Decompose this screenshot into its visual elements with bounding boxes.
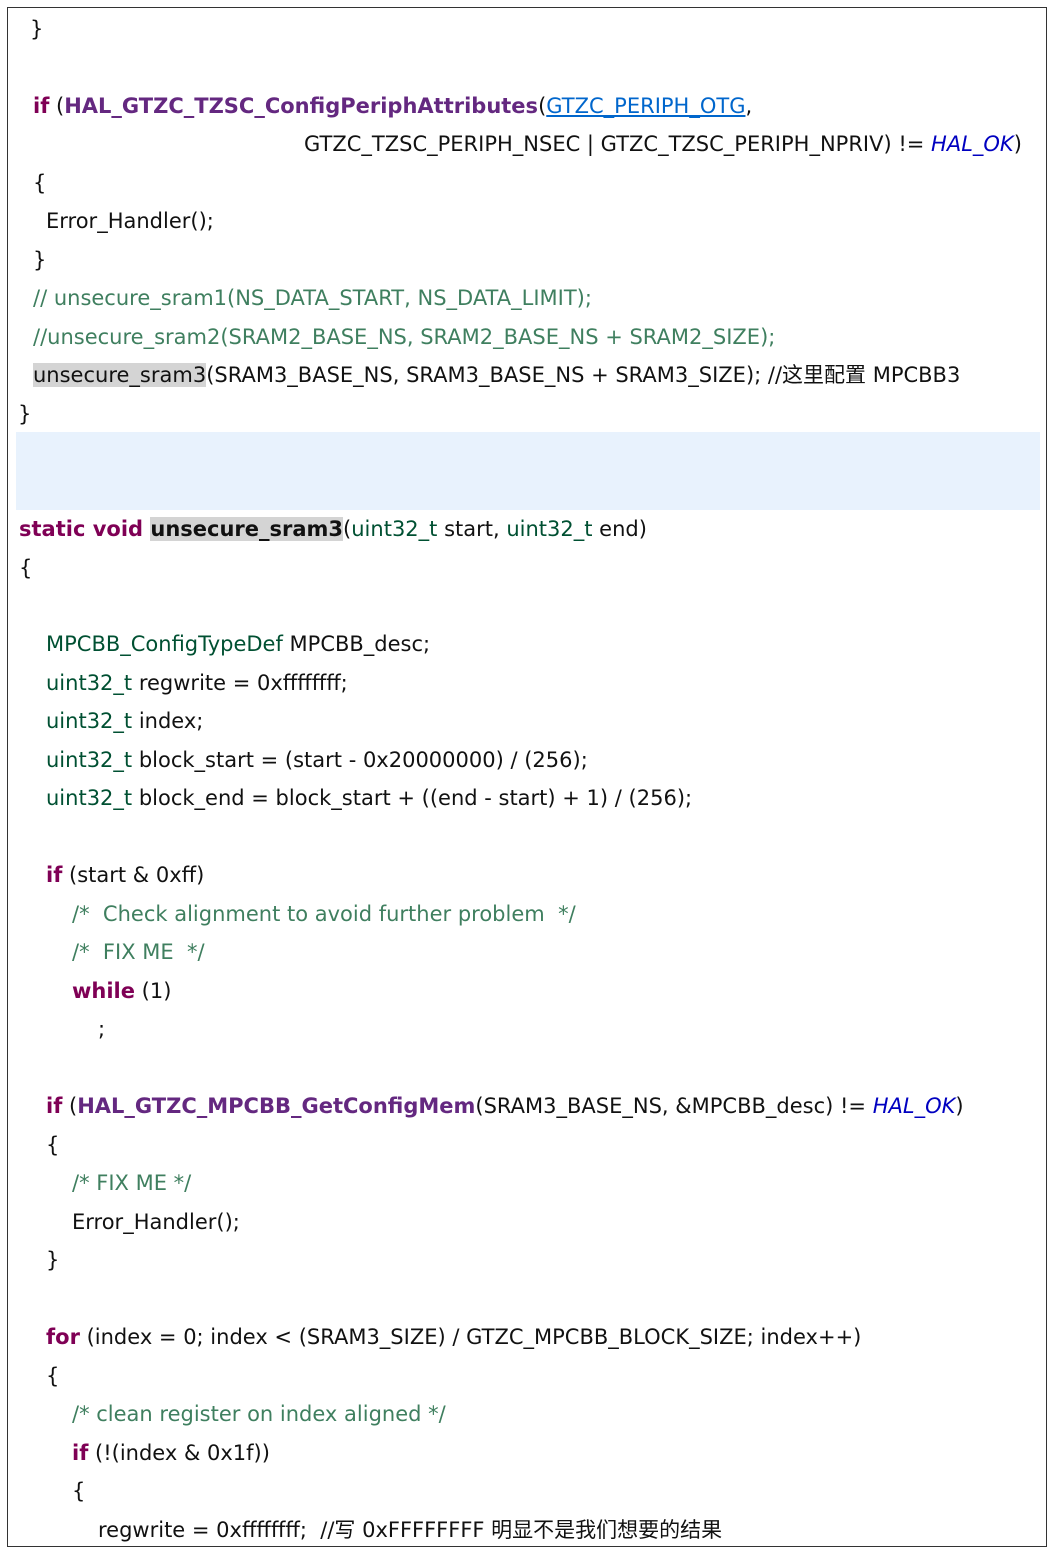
keyword: if xyxy=(46,863,63,887)
macro-constant: HAL_OK xyxy=(931,132,1014,156)
type-name: uint32_t xyxy=(351,517,438,541)
code-line: { xyxy=(33,171,47,195)
blank-highlight-band xyxy=(16,432,1040,510)
code-comment: /* FIX ME */ xyxy=(72,940,205,964)
function-name: HAL_GTZC_MPCBB_GetConfigMem xyxy=(77,1094,476,1118)
code-line: while (1) xyxy=(72,979,172,1003)
code-line: uint32_t index; xyxy=(46,709,204,733)
code-comment: /* Check alignment to avoid further prob… xyxy=(72,902,576,926)
code-line: } xyxy=(18,402,32,426)
symbol-link[interactable]: GTZC_PERIPH_OTG xyxy=(546,94,746,118)
code-line: uint32_t block_start = (start - 0x200000… xyxy=(46,748,588,772)
code-line: } xyxy=(46,1248,60,1272)
code-line: unsecure_sram3(SRAM3_BASE_NS, SRAM3_BASE… xyxy=(33,363,961,387)
code-line: regwrite = 0xffffffff; //写 0xFFFFFFFF 明显… xyxy=(98,1518,723,1542)
code-line: } xyxy=(30,17,44,41)
macro-constant: HAL_OK xyxy=(872,1094,956,1118)
type-name: MPCBB_ConfigTypeDef xyxy=(46,632,283,656)
keyword: if xyxy=(72,1441,89,1465)
code-line: uint32_t block_end = block_start + ((end… xyxy=(46,786,693,810)
code-line: { xyxy=(46,1364,60,1388)
highlighted-symbol: unsecure_sram3 xyxy=(33,363,207,387)
code-comment: //unsecure_sram2(SRAM2_BASE_NS, SRAM2_BA… xyxy=(33,325,776,349)
code-line: } xyxy=(33,248,47,272)
keyword: if xyxy=(33,94,50,118)
code-line: if (!(index & 0x1f)) xyxy=(72,1441,270,1465)
keyword: for xyxy=(46,1325,80,1349)
function-name: HAL_GTZC_TZSC_ConfigPeriphAttributes xyxy=(64,94,539,118)
code-line: { xyxy=(19,556,33,580)
code-line: ; xyxy=(98,1017,106,1041)
code-line: Error_Handler(); xyxy=(46,209,214,233)
code-comment: // unsecure_sram1(NS_DATA_START, NS_DATA… xyxy=(33,286,592,310)
code-line: GTZC_TZSC_PERIPH_NSEC | GTZC_TZSC_PERIPH… xyxy=(304,132,1022,156)
code-line: MPCBB_ConfigTypeDef MPCBB_desc; xyxy=(46,632,431,656)
type-name: uint32_t xyxy=(506,517,593,541)
code-line: for (index = 0; index < (SRAM3_SIZE) / G… xyxy=(46,1325,862,1349)
code-line: { xyxy=(72,1479,86,1503)
keyword: static void xyxy=(19,517,151,541)
code-line: if (HAL_GTZC_TZSC_ConfigPeriphAttributes… xyxy=(33,94,753,118)
type-name: uint32_t xyxy=(46,671,133,695)
keyword: while xyxy=(72,979,135,1003)
code-comment: /* clean register on index aligned */ xyxy=(72,1402,446,1426)
type-name: uint32_t xyxy=(46,748,133,772)
function-signature: static void unsecure_sram3(uint32_t star… xyxy=(19,517,647,541)
code-line: uint32_t regwrite = 0xffffffff; xyxy=(46,671,348,695)
type-name: uint32_t xyxy=(46,786,133,810)
type-name: uint32_t xyxy=(46,709,133,733)
code-line: if (start & 0xff) xyxy=(46,863,205,887)
code-line: Error_Handler(); xyxy=(72,1210,240,1234)
code-line: { xyxy=(46,1133,60,1157)
code-comment: /* FIX ME */ xyxy=(72,1171,192,1195)
code-document: } if (HAL_GTZC_TZSC_ConfigPeriphAttribut… xyxy=(7,7,1047,1547)
highlighted-function-name: unsecure_sram3 xyxy=(150,517,344,541)
code-line: if (HAL_GTZC_MPCBB_GetConfigMem(SRAM3_BA… xyxy=(46,1094,964,1118)
keyword: if xyxy=(46,1094,63,1118)
